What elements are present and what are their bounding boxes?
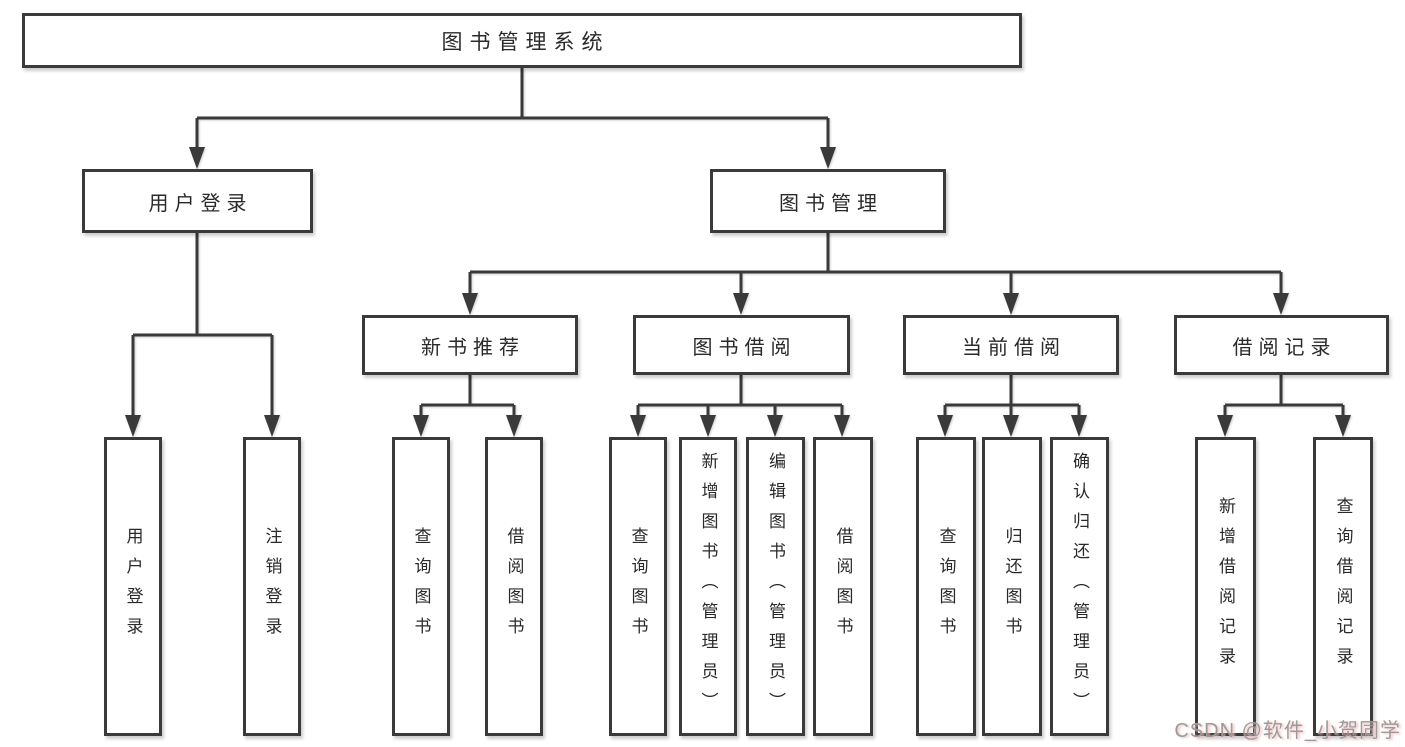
arrowhead <box>767 415 783 437</box>
connector-arrowheads <box>125 147 1351 437</box>
arrowhead <box>1071 415 1087 437</box>
leaf-borrow-books: 借阅图书 <box>813 437 873 736</box>
leaf-query-books-current: 查询图书 <box>916 437 976 736</box>
node-current-borrow: 当前借阅 <box>903 315 1119 375</box>
edge-current-borrow-split <box>943 375 1081 418</box>
arrowhead <box>413 415 429 437</box>
node-borrow-records: 借阅记录 <box>1174 315 1389 375</box>
leaf-return-books: 归还图书 <box>982 437 1042 736</box>
leaf-query-books-borrow: 查询图书 <box>609 437 667 736</box>
arrowhead <box>1003 415 1019 437</box>
arrowhead <box>1003 293 1019 315</box>
arrowhead <box>630 415 646 437</box>
arrowhead <box>1335 415 1351 437</box>
connector-strokes <box>131 68 1345 418</box>
arrowhead <box>506 415 522 437</box>
arrowhead <box>189 147 205 169</box>
leaf-logout: 注销登录 <box>243 437 301 736</box>
leaf-user-login: 用户登录 <box>104 437 162 736</box>
edge-book-borrow-split <box>636 375 844 418</box>
node-book-borrow: 图书借阅 <box>633 315 850 375</box>
leaf-borrow-books-recommend: 借阅图书 <box>485 437 543 736</box>
csdn-watermark: CSDN @软件_小贺同学 <box>1174 720 1401 742</box>
arrowhead <box>264 415 280 437</box>
arrowhead <box>125 415 141 437</box>
leaf-confirm-return-admin: 确认归还（管理员） <box>1050 437 1109 736</box>
arrowhead <box>1217 415 1233 437</box>
arrowhead <box>462 293 478 315</box>
leaf-add-borrow-record: 新增借阅记录 <box>1195 437 1256 736</box>
edge-user-login-split <box>131 233 274 418</box>
edge-new-book-split <box>419 375 516 418</box>
edge-borrow-record-split <box>1223 375 1345 418</box>
leaf-edit-books-admin: 编辑图书（管理员） <box>746 437 805 736</box>
leaf-add-books-admin: 新增图书（管理员） <box>679 437 737 736</box>
arrowhead <box>834 415 850 437</box>
edge-book-mgmt-split <box>468 233 1283 296</box>
arrowhead <box>700 415 716 437</box>
arrowhead <box>820 147 836 169</box>
leaf-query-borrow-record: 查询借阅记录 <box>1313 437 1373 736</box>
edge-root-to-level2 <box>195 68 830 150</box>
node-library-system: 图书管理系统 <box>22 13 1022 68</box>
arrowhead <box>733 293 749 315</box>
leaf-query-books-recommend: 查询图书 <box>392 437 450 736</box>
node-user-login: 用户登录 <box>82 169 313 233</box>
arrowhead <box>1273 293 1289 315</box>
node-book-management: 图书管理 <box>710 169 946 233</box>
node-new-book-recommend: 新书推荐 <box>362 315 578 375</box>
arrowhead <box>937 415 953 437</box>
